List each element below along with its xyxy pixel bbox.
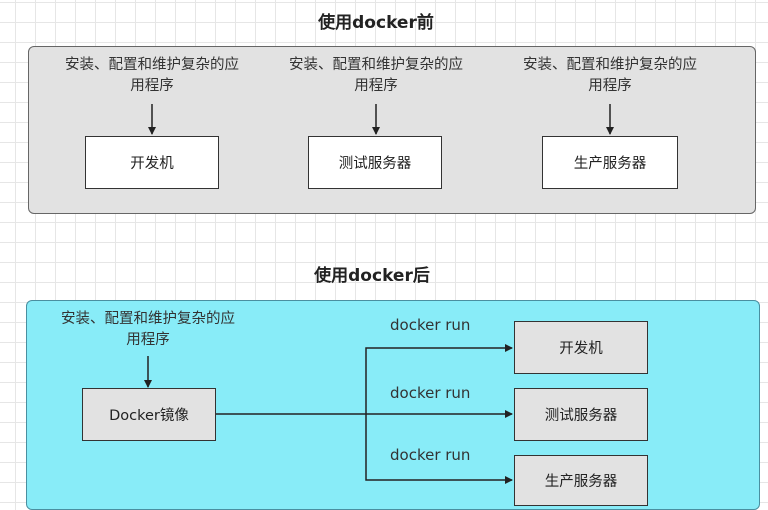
after-box-dev: 开发机 <box>514 321 648 374</box>
before-box-dev: 开发机 <box>85 136 219 189</box>
before-box-prod: 生产服务器 <box>542 136 678 189</box>
arrow-branch-dev <box>365 344 513 414</box>
after-box-prod: 生产服务器 <box>514 455 648 506</box>
before-note-2: 安装、配置和维护复杂的应用程序 <box>289 57 463 94</box>
after-box-test: 测试服务器 <box>514 388 648 441</box>
docker-run-label-2: docker run <box>390 384 471 402</box>
docker-image-box: Docker镜像 <box>82 388 216 441</box>
docker-run-label-3: docker run <box>390 446 471 464</box>
after-note: 安装、配置和维护复杂的应用程序 <box>61 311 235 348</box>
before-box-test: 测试服务器 <box>308 136 442 189</box>
before-title: 使用docker前 <box>318 13 434 33</box>
arrow-branch-prod <box>365 414 513 484</box>
after-title: 使用docker后 <box>314 266 430 286</box>
before-note-1: 安装、配置和维护复杂的应用程序 <box>65 57 239 94</box>
docker-run-label-1: docker run <box>390 316 471 334</box>
before-note-3: 安装、配置和维护复杂的应用程序 <box>523 57 697 94</box>
